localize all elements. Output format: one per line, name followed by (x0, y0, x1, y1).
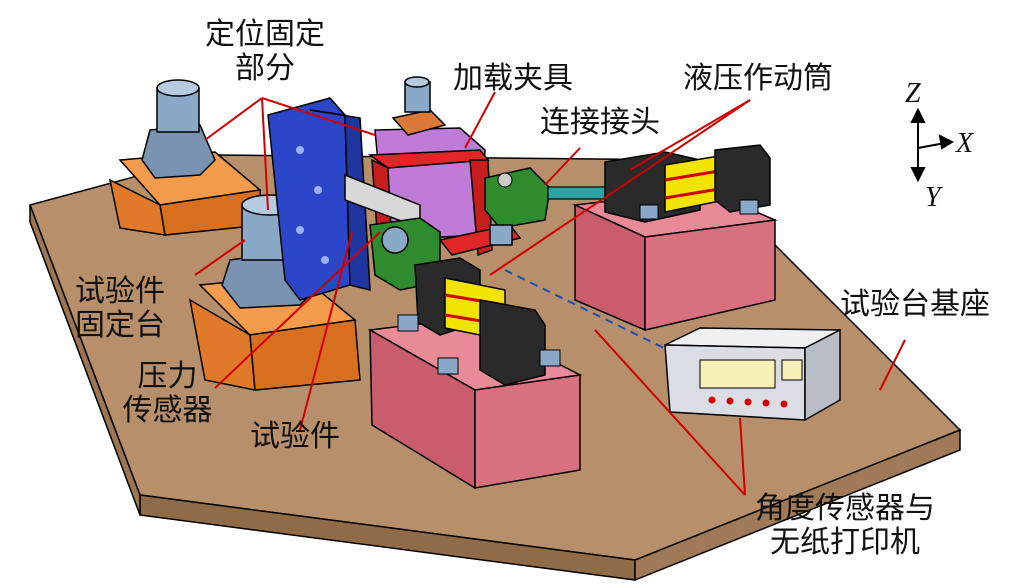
label-specimen-mount-line2: 固定台 (75, 308, 165, 343)
leader-lines (194, 91, 906, 496)
paperless-recorder (664, 327, 841, 422)
label-positioning-fixture-line2: 部分 (235, 51, 295, 86)
axis-indicator (910, 107, 955, 183)
label-hydraulic-cylinder: 液压作动筒 (683, 61, 833, 96)
label-pressure-sensor: 压力 传感器 (120, 360, 215, 428)
blue-support-frame (267, 97, 371, 301)
green-connector-joint (484, 167, 609, 246)
front-cylinder-assembly (367, 257, 583, 490)
axis-label-x: X (956, 128, 974, 159)
label-angle-sensor-printer-line1: 角度传感器与 (755, 491, 935, 526)
axis-label-z: Z (905, 78, 921, 109)
right-cylinder-assembly (572, 144, 778, 332)
top-clamp-bolt (391, 76, 447, 136)
label-angle-sensor-printer-line2: 无纸打印机 (770, 525, 920, 560)
label-positioning-fixture: 定位固定 部分 (195, 18, 335, 86)
label-test-bench-base: 试验台基座 (840, 287, 990, 322)
label-specimen-mount: 试验件 固定台 (60, 275, 180, 343)
label-specimen: 试验件 (250, 419, 340, 454)
signal-dashed-line (504, 269, 669, 351)
label-specimen-mount-line1: 试验件 (75, 274, 165, 309)
label-positioning-fixture-line1: 定位固定 (205, 17, 325, 52)
axis-label-y: Y (925, 182, 941, 213)
label-loading-clamp: 加载夹具 (453, 61, 573, 96)
label-connector: 连接接头 (540, 105, 660, 140)
rear-positioning-block (108, 79, 263, 236)
label-pressure-sensor-line2: 传感器 (122, 393, 213, 428)
label-pressure-sensor-line1: 压力 (137, 359, 198, 394)
label-angle-sensor-printer: 角度传感器与 无纸打印机 (745, 492, 945, 560)
